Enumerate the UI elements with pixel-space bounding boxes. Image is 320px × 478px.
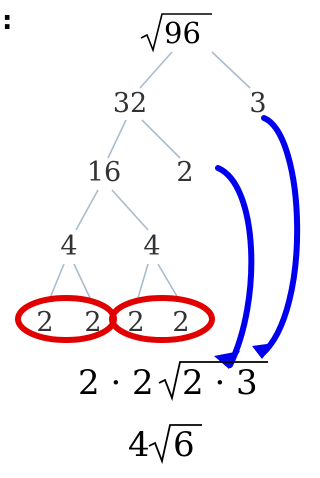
blue-arrowhead-from-2 xyxy=(214,351,240,369)
red-circle-right-pair xyxy=(109,295,215,343)
branch-16-4b xyxy=(111,189,149,231)
simplified-expression: 2 · 2 2 · 3 xyxy=(78,361,268,403)
tree-leaf-2-c: 2 xyxy=(127,307,144,338)
tree-node-32: 32 xyxy=(113,88,147,119)
result-coefficient: 4 xyxy=(128,425,150,465)
branch-16-4 xyxy=(75,189,99,231)
branch-96-32 xyxy=(139,51,173,89)
branch-4-2a xyxy=(49,263,65,299)
expression-radical-sign xyxy=(158,361,268,402)
branch-96-3 xyxy=(211,51,251,89)
result-expression: 4 6 xyxy=(128,424,202,465)
tree-leaf-2-d: 2 xyxy=(172,307,189,338)
root-radical-expression: 96 xyxy=(140,13,212,53)
tree-node-2: 2 xyxy=(176,157,193,188)
branch-4-2c xyxy=(137,263,149,299)
tree-node-16: 16 xyxy=(87,157,121,188)
result-radicand: 6 xyxy=(173,425,195,465)
branch-32-2 xyxy=(141,119,181,159)
blue-arrowhead-from-3 xyxy=(252,343,274,359)
blue-arrow-from-3 xyxy=(259,115,301,357)
tree-node-4-right: 4 xyxy=(143,231,160,262)
expression-radicand: 2 · 3 xyxy=(182,363,258,403)
tree-branches xyxy=(49,51,251,299)
tree-node-4-left: 4 xyxy=(60,231,77,262)
prefix-colon: : xyxy=(2,6,13,36)
root-radical-sign xyxy=(140,13,212,53)
tree-leaf-2-a: 2 xyxy=(36,307,53,338)
tree-node-3: 3 xyxy=(249,88,266,119)
branch-32-16 xyxy=(107,119,127,159)
tree-leaf-2-b: 2 xyxy=(84,307,101,338)
branch-4-2b xyxy=(73,263,91,299)
branch-4-2d xyxy=(157,263,179,299)
expression-coefficient: 2 · 2 xyxy=(78,363,154,403)
root-radicand: 96 xyxy=(164,16,201,50)
blue-arrow-from-2 xyxy=(215,165,255,368)
result-radical-sign xyxy=(148,424,202,465)
